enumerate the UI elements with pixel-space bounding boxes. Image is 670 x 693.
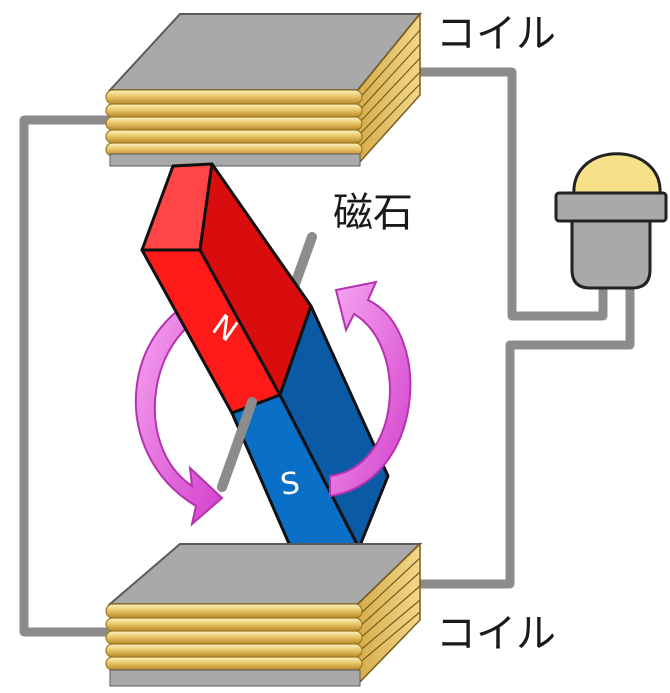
bar-magnet [140,162,390,580]
circuit-wire [19,67,635,637]
bulb-socket [570,219,652,290]
bulb-glass [572,152,662,197]
coil-top-label: コイル [436,11,556,57]
light-bulb [554,152,668,290]
rotation-arrow-left [134,288,226,527]
bulb-collar [554,191,668,223]
coil-bottom-label: コイル [436,611,556,657]
top-coil [105,11,423,167]
rotation-arrow-right [329,280,412,498]
magnet-axle-front [217,397,257,492]
magnet-label: 磁石 [333,190,413,236]
bottom-coil [105,542,423,687]
south-pole-label: S [278,466,302,503]
